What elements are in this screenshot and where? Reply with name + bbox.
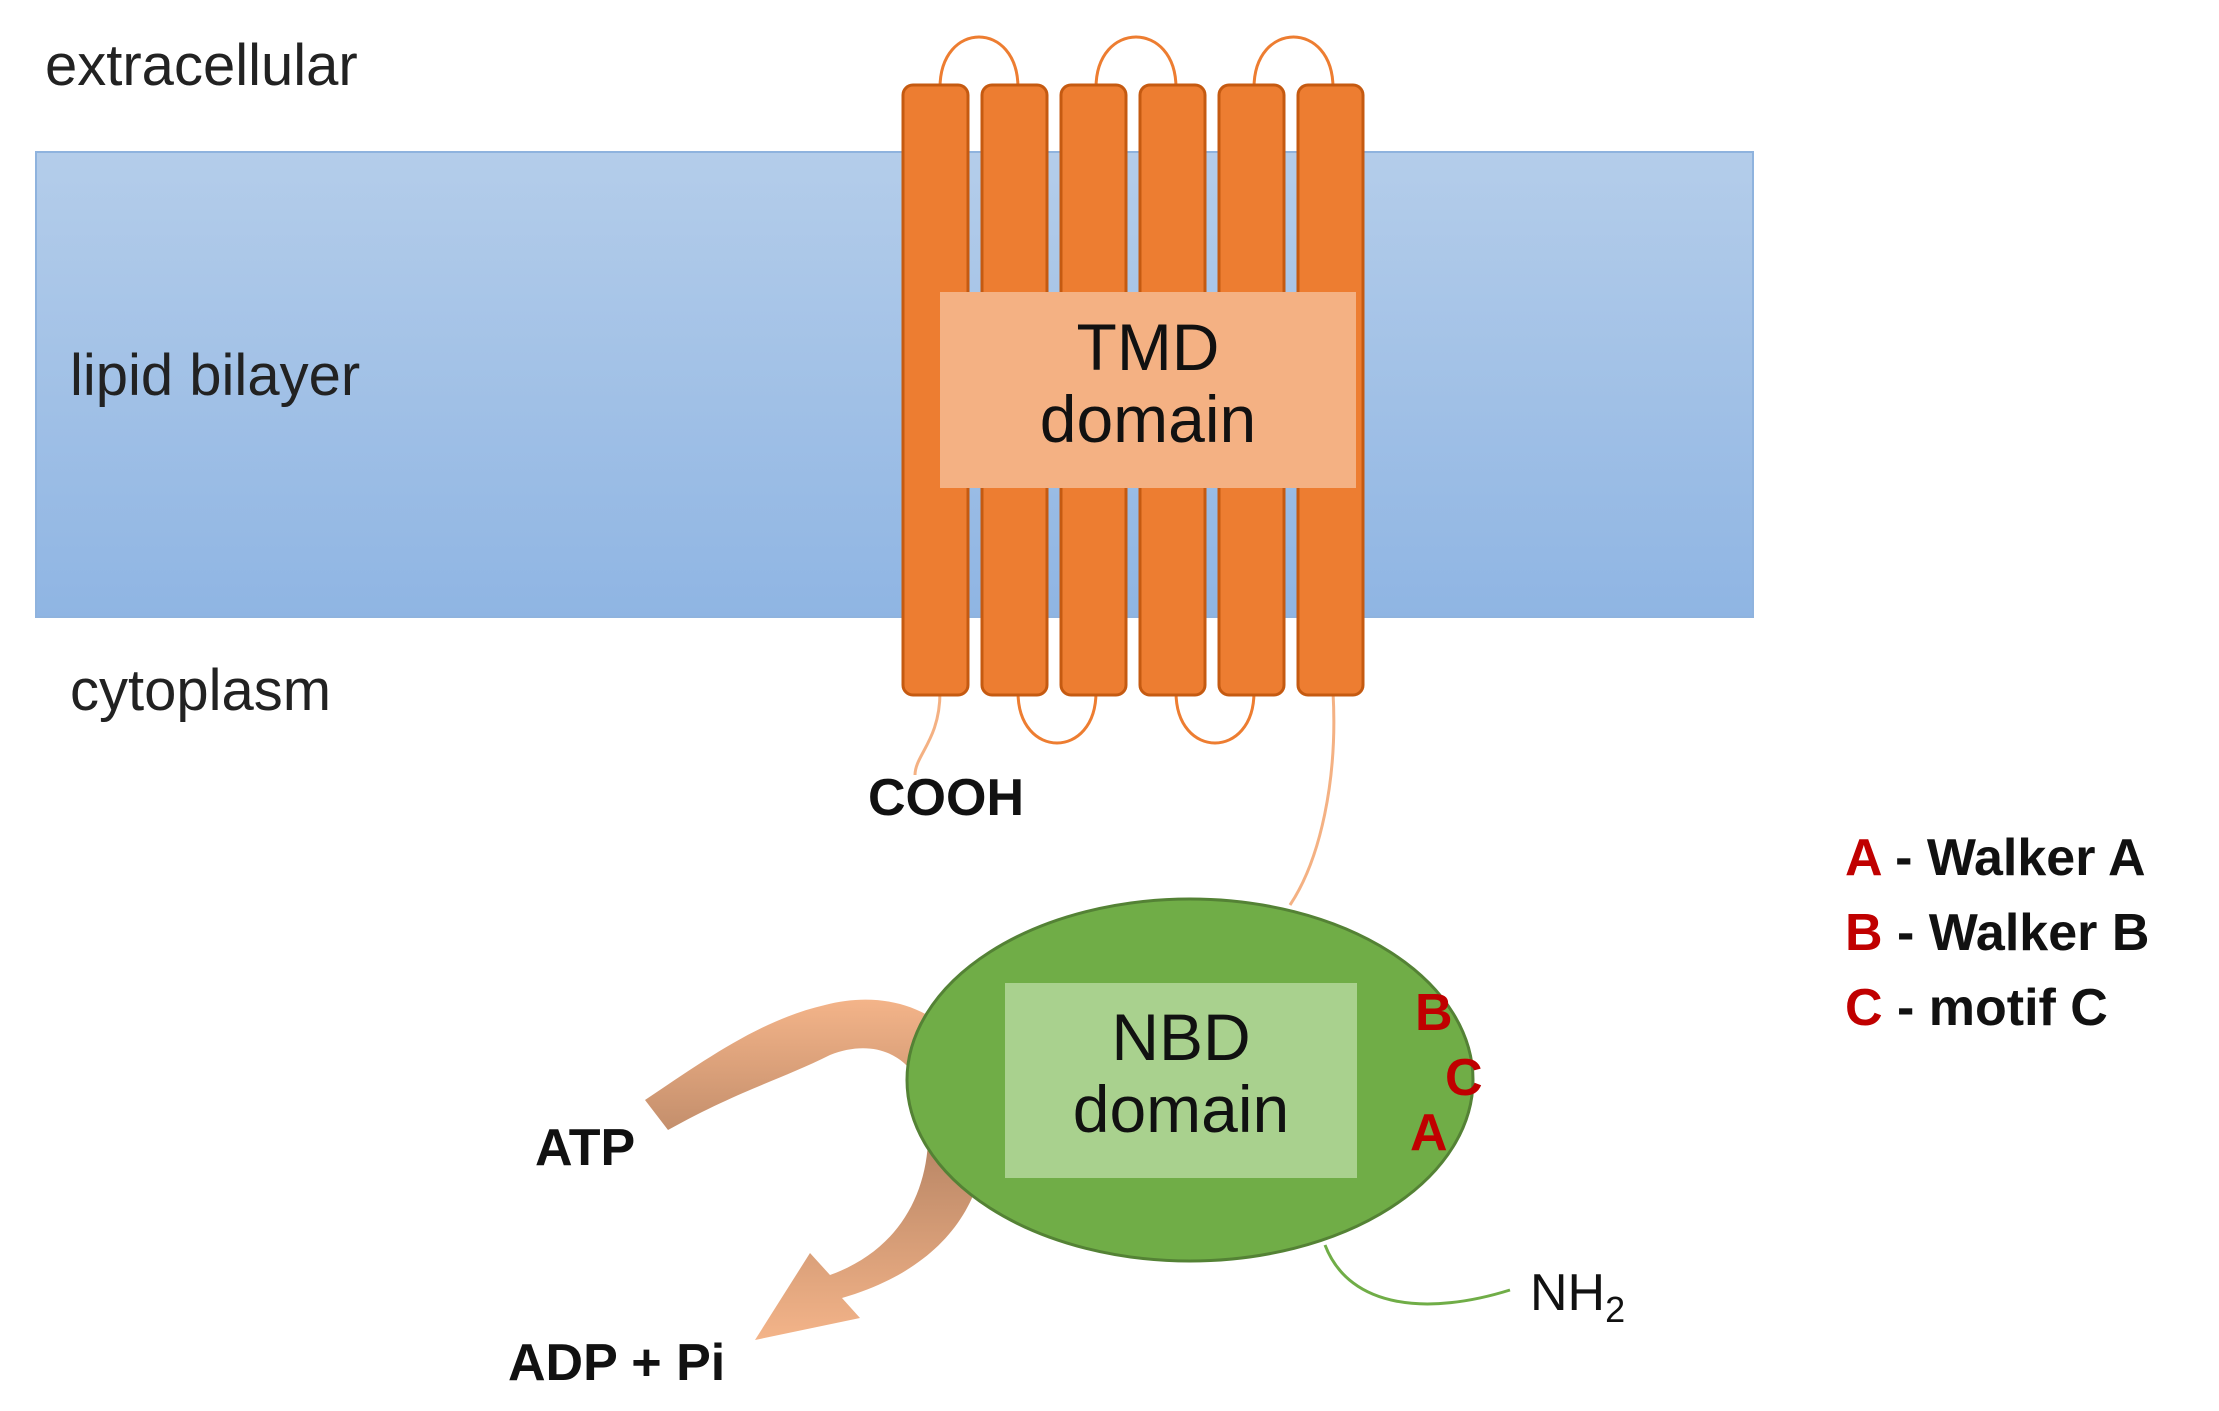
legend-text-c: - motif C [1883, 979, 2108, 1037]
cytoplasmic-loops [1016, 691, 1256, 745]
nbd-domain-box [1005, 983, 1357, 1178]
legend-item-walker-b: B - Walker B [1845, 904, 2149, 962]
nh2-label: NH2 [1530, 1264, 1625, 1330]
tmd-label-line2: domain [1040, 382, 1256, 456]
motif-legend: A - Walker A B - Walker B C - motif C [1845, 829, 2149, 1037]
lipid-bilayer-label: lipid bilayer [70, 343, 360, 408]
atp-hydrolysis-arrow [645, 999, 986, 1340]
extracellular-loops [938, 35, 1335, 89]
motif-b-marker: B [1415, 984, 1453, 1042]
legend-letter-a: A [1845, 829, 1882, 887]
legend-text-a: - Walker A [1881, 829, 2146, 887]
nbd-label-line2: domain [1073, 1072, 1289, 1146]
nh-subscript: 2 [1605, 1289, 1625, 1330]
nh2-tail [1323, 1244, 1511, 1306]
nbd-label-line1: NBD [1111, 1000, 1250, 1074]
tmd-label-line1: TMD [1077, 310, 1220, 384]
motif-a-marker: A [1410, 1104, 1448, 1162]
extracellular-label: extracellular [45, 33, 358, 98]
cooh-tail [913, 691, 942, 776]
legend-item-motif-c: C - motif C [1845, 979, 2108, 1037]
legend-letter-c: C [1845, 979, 1883, 1037]
legend-text-b: - Walker B [1883, 904, 2150, 962]
legend-item-walker-a: A - Walker A [1845, 829, 2146, 887]
motif-c-marker: C [1445, 1049, 1483, 1107]
adp-pi-label: ADP + Pi [508, 1334, 725, 1392]
cooh-label: COOH [868, 769, 1024, 827]
cytoplasm-label: cytoplasm [70, 658, 331, 723]
atp-label: ATP [535, 1119, 635, 1177]
tmd-domain-box [940, 292, 1356, 488]
nh-text: NH [1530, 1264, 1605, 1322]
legend-letter-b: B [1845, 904, 1883, 962]
tmd-nbd-linker [1288, 691, 1336, 906]
lipid-bilayer [35, 151, 1754, 618]
